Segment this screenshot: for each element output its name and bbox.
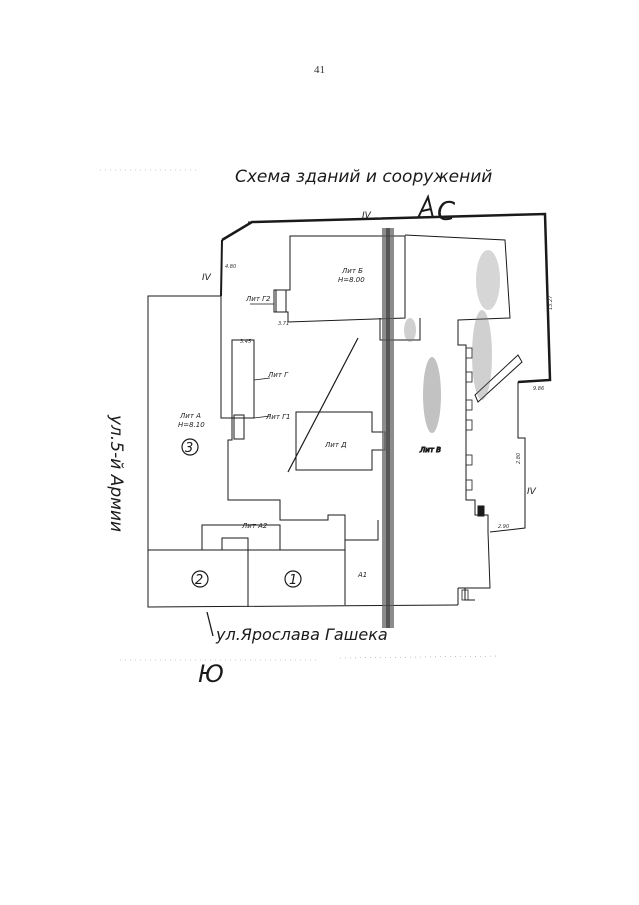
label-lit-a-number: 3: [185, 441, 193, 456]
dimension-label: 3.71: [278, 321, 289, 327]
label-lit-d: Лит Д: [324, 441, 347, 449]
scan-artifact: [382, 228, 500, 628]
label-lit-g2: Лит Г2: [245, 295, 271, 303]
label-lit-g: Лит Г: [267, 371, 289, 379]
building-lit-a: Лит А Н=8.10 3: [147, 295, 346, 551]
building-lit-b: Лит Б Н=8.00: [275, 235, 421, 341]
section-mark-north: IV: [362, 211, 372, 221]
label-lit-b: Лит Б: [341, 267, 363, 275]
dimension-label: 9.86: [533, 386, 544, 392]
section-mark-west: IV: [202, 273, 212, 283]
label-a1: А1: [357, 571, 367, 579]
label-lit-v: Лит В: [419, 446, 441, 454]
dimension-label: 13.27: [548, 295, 554, 310]
dimension-label: 2.80: [516, 453, 522, 464]
street-south-label: ул.Ярослава Гашека: [215, 625, 388, 644]
label-lit-a-height: Н=8.10: [178, 421, 205, 429]
building-lit-g: Лит Г Лит Г1: [231, 339, 290, 440]
compass-south: Ю: [198, 660, 224, 688]
label-plot-2: 2: [195, 573, 203, 588]
building-lit-a2: Лит А2: [201, 522, 281, 551]
page-number: 41: [314, 64, 325, 76]
dimension-label: 3.45: [240, 339, 251, 345]
label-lit-b-height: Н=8.00: [338, 276, 365, 284]
label-lit-a2: Лит А2: [241, 522, 268, 530]
faint-dots: [100, 169, 501, 661]
site-boundary: [220, 212, 552, 384]
section-mark-east: IV: [527, 487, 537, 497]
label-lit-a: Лит А: [179, 412, 201, 420]
dimension-label: 2.90: [498, 524, 509, 530]
wall-details: [461, 347, 473, 601]
compass-north: С: [437, 197, 456, 227]
building-lit-d: Лит Д: [295, 411, 386, 471]
diagonal-line: [287, 337, 359, 473]
label-plot-1: 1: [289, 573, 297, 588]
building-lit-v: Лит В: [404, 234, 526, 589]
southern-row: [147, 520, 475, 608]
label-lit-g1: Лит Г1: [265, 413, 290, 421]
diagram-title: Схема зданий и сооружений: [235, 167, 492, 187]
street-west-label: ул.5-й Армии: [106, 414, 126, 532]
north-arrow: С: [417, 194, 456, 227]
dimension-label: 4.80: [225, 264, 236, 270]
building-lit-g2: Лит Г2: [245, 289, 287, 313]
street-marker-stroke: [206, 611, 214, 637]
